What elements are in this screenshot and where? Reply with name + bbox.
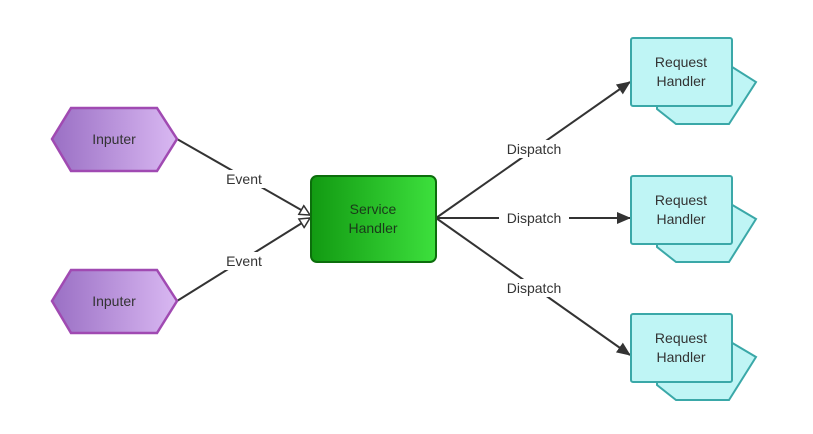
edge-label-event-top: Event — [226, 171, 262, 187]
inputer-label-bottom: Inputer — [92, 293, 136, 309]
inputer-node-top[interactable]: Inputer — [50, 106, 179, 173]
service-handler-label-line1: Service — [350, 201, 397, 217]
edge-labels: Event Event Dispatch Dispatch Dispatch — [219, 140, 569, 297]
request-handler-1-label-line1: Request — [655, 54, 707, 70]
request-handler-3-label-line1: Request — [655, 330, 707, 346]
request-handler-1-label-line2: Handler — [656, 73, 705, 89]
request-handler-2-label-line1: Request — [655, 192, 707, 208]
edge-label-dispatch-middle: Dispatch — [507, 210, 561, 226]
inputer-node-bottom[interactable]: Inputer — [50, 268, 179, 335]
service-handler-label-line2: Handler — [348, 220, 397, 236]
service-handler-node[interactable]: Service Handler — [310, 175, 437, 263]
request-handler-2-label-line2: Handler — [656, 211, 705, 227]
request-handler-node-1[interactable]: Request Handler — [630, 37, 758, 125]
edge-label-event-bottom: Event — [226, 253, 262, 269]
request-handler-node-2[interactable]: Request Handler — [630, 175, 758, 263]
edge-label-dispatch-bottom: Dispatch — [507, 280, 561, 296]
request-handler-3-label-line2: Handler — [656, 349, 705, 365]
inputer-label-top: Inputer — [92, 131, 136, 147]
edge-label-dispatch-top: Dispatch — [507, 141, 561, 157]
request-handler-node-3[interactable]: Request Handler — [630, 313, 758, 401]
